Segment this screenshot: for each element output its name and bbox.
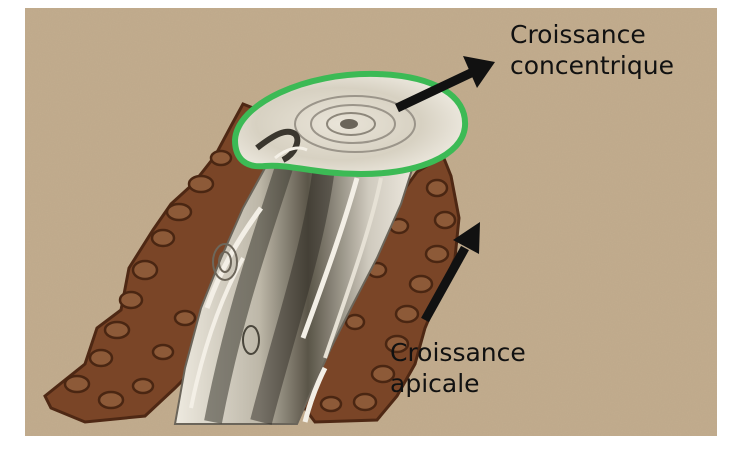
label-concentric-growth: Croissance concentrique <box>510 19 674 81</box>
label-line: Croissance <box>510 19 674 50</box>
label-line: apicale <box>390 368 526 399</box>
label-apical-growth: Croissance apicale <box>390 337 526 399</box>
label-line: concentrique <box>510 50 674 81</box>
label-line: Croissance <box>390 337 526 368</box>
